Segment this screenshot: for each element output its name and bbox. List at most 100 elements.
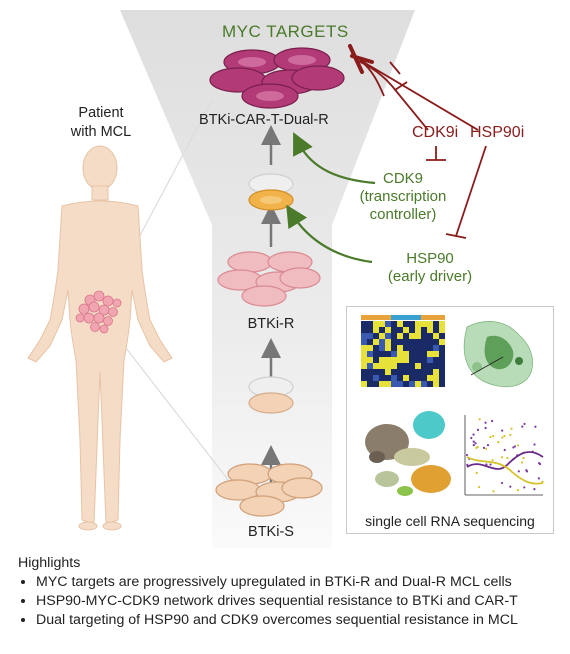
heatmap-cell: [379, 333, 385, 339]
btki-r-label: BTKi-R: [247, 316, 295, 332]
heatmap-cell: [385, 369, 391, 375]
inhibition-network: [355, 59, 487, 239]
heatmap-cell: [433, 381, 439, 387]
heatmap-cell: [397, 351, 403, 357]
pseudotime-dot: [516, 444, 520, 447]
pseudotime-dot: [501, 436, 504, 439]
heatmap-cell: [385, 327, 391, 333]
heatmap-cell: [421, 321, 427, 327]
heatmap-cell: [373, 321, 379, 327]
heatmap-cell: [367, 345, 373, 351]
heatmap-cell: [361, 339, 367, 345]
heatmap-cell: [397, 357, 403, 363]
heatmap-cell: [409, 381, 415, 387]
btki-s-label: BTKi-S: [248, 524, 294, 540]
hsp90-label-line2: (early driver): [387, 268, 473, 285]
intermediate-cell-lower: [248, 376, 294, 414]
heatmap-cell: [427, 357, 433, 363]
pseudotime-dot: [523, 422, 526, 426]
cdk9-activation-arrow: [293, 132, 376, 185]
highlight-item: HSP90-MYC-CDK9 network drives sequential…: [36, 592, 563, 611]
heatmap-cell: [385, 345, 391, 351]
heatmap-cell: [373, 327, 379, 333]
heatmap-cell: [361, 357, 367, 363]
pseudotime-dot: [501, 429, 504, 432]
heatmap-cell: [385, 381, 391, 387]
pseudotime-dot: [534, 425, 537, 428]
pseudotime-dot: [503, 448, 506, 452]
pseudotime-dot: [465, 453, 469, 457]
heatmap-cell: [391, 351, 397, 357]
heatmap-cell: [379, 345, 385, 351]
patient-label-line1: Patient: [78, 105, 124, 121]
pseudotime-dot: [497, 441, 500, 444]
heatmap-cell: [361, 351, 367, 357]
highlights-section: Highlights MYC targets are progressively…: [18, 554, 563, 630]
heatmap-cell: [379, 357, 385, 363]
pseudotime-dot: [476, 428, 480, 431]
heatmap-cell: [427, 351, 433, 357]
highlight-item: MYC targets are progressively upregulate…: [36, 573, 563, 592]
pseudotime-dot: [492, 435, 495, 438]
heatmap-cell: [373, 363, 379, 369]
pseudotime-dot: [525, 469, 528, 472]
heatmap-cell: [427, 327, 433, 333]
pseudotime-dot: [506, 456, 509, 460]
pseudotime-dot: [472, 440, 475, 443]
heatmap-cell: [367, 357, 373, 363]
heatmap-cell: [385, 333, 391, 339]
pseudotime-dot: [492, 490, 495, 493]
heatmap-cell: [433, 369, 439, 375]
tsne-figure: [365, 411, 451, 496]
pseudotime-dot: [484, 426, 487, 430]
intermediate-cell-hsp90: [248, 173, 294, 211]
pseudotime-dot: [491, 459, 494, 462]
heatmap-cell: [385, 339, 391, 345]
heatmap-cell: [427, 321, 433, 327]
heatmap-cell: [427, 375, 433, 381]
heatmap-cell: [367, 363, 373, 369]
pseudotime-dot: [500, 481, 504, 485]
heatmap-cell: [379, 321, 385, 327]
heatmap-cell: [403, 375, 409, 381]
pseudotime-dot: [476, 445, 479, 449]
pseudotime-dot: [509, 433, 512, 437]
heatmap-cell: [391, 381, 397, 387]
single-cell-figures: [361, 315, 544, 496]
btki-r-cells: [217, 251, 321, 307]
heatmap-cell: [373, 375, 379, 381]
pseudotime-dot: [491, 419, 494, 423]
heatmap-cell: [385, 321, 391, 327]
heatmap-cell: [433, 351, 439, 357]
patient-body-figure: [27, 145, 173, 531]
pseudotime-dot: [503, 434, 506, 438]
highlights-list: MYC targets are progressively upregulate…: [18, 573, 563, 630]
cdk9i-label: CDK9i: [412, 124, 459, 141]
pseudotime-dot: [500, 456, 504, 459]
heatmap-cell: [415, 333, 421, 339]
heatmap-cell: [415, 321, 421, 327]
highlights-title: Highlights: [18, 555, 81, 571]
heatmap-cell: [433, 333, 439, 339]
zoom-line-bottom: [111, 329, 237, 491]
heatmap-cell: [415, 327, 421, 333]
heatmap-cell: [367, 351, 373, 357]
single-cell-panel: single cell RNA sequencing: [346, 306, 554, 534]
pseudotime-dot: [509, 485, 512, 488]
myc-targets-label: MYC TARGETS: [222, 22, 349, 41]
pseudotime-dot: [522, 456, 525, 460]
heatmap-cell: [385, 363, 391, 369]
heatmap-cell: [397, 321, 403, 327]
heatmap-cell: [439, 321, 445, 327]
pseudotime-dot: [489, 435, 492, 439]
heatmap-cell: [421, 381, 427, 387]
heatmap-cell: [433, 375, 439, 381]
heatmap-cell: [379, 381, 385, 387]
single-cell-caption: single cell RNA sequencing: [365, 513, 535, 529]
heatmap-cell: [439, 327, 445, 333]
pseudotime-dot: [470, 436, 473, 440]
hsp90-label-line1: HSP90: [406, 250, 454, 267]
heatmap-cell: [391, 357, 397, 363]
